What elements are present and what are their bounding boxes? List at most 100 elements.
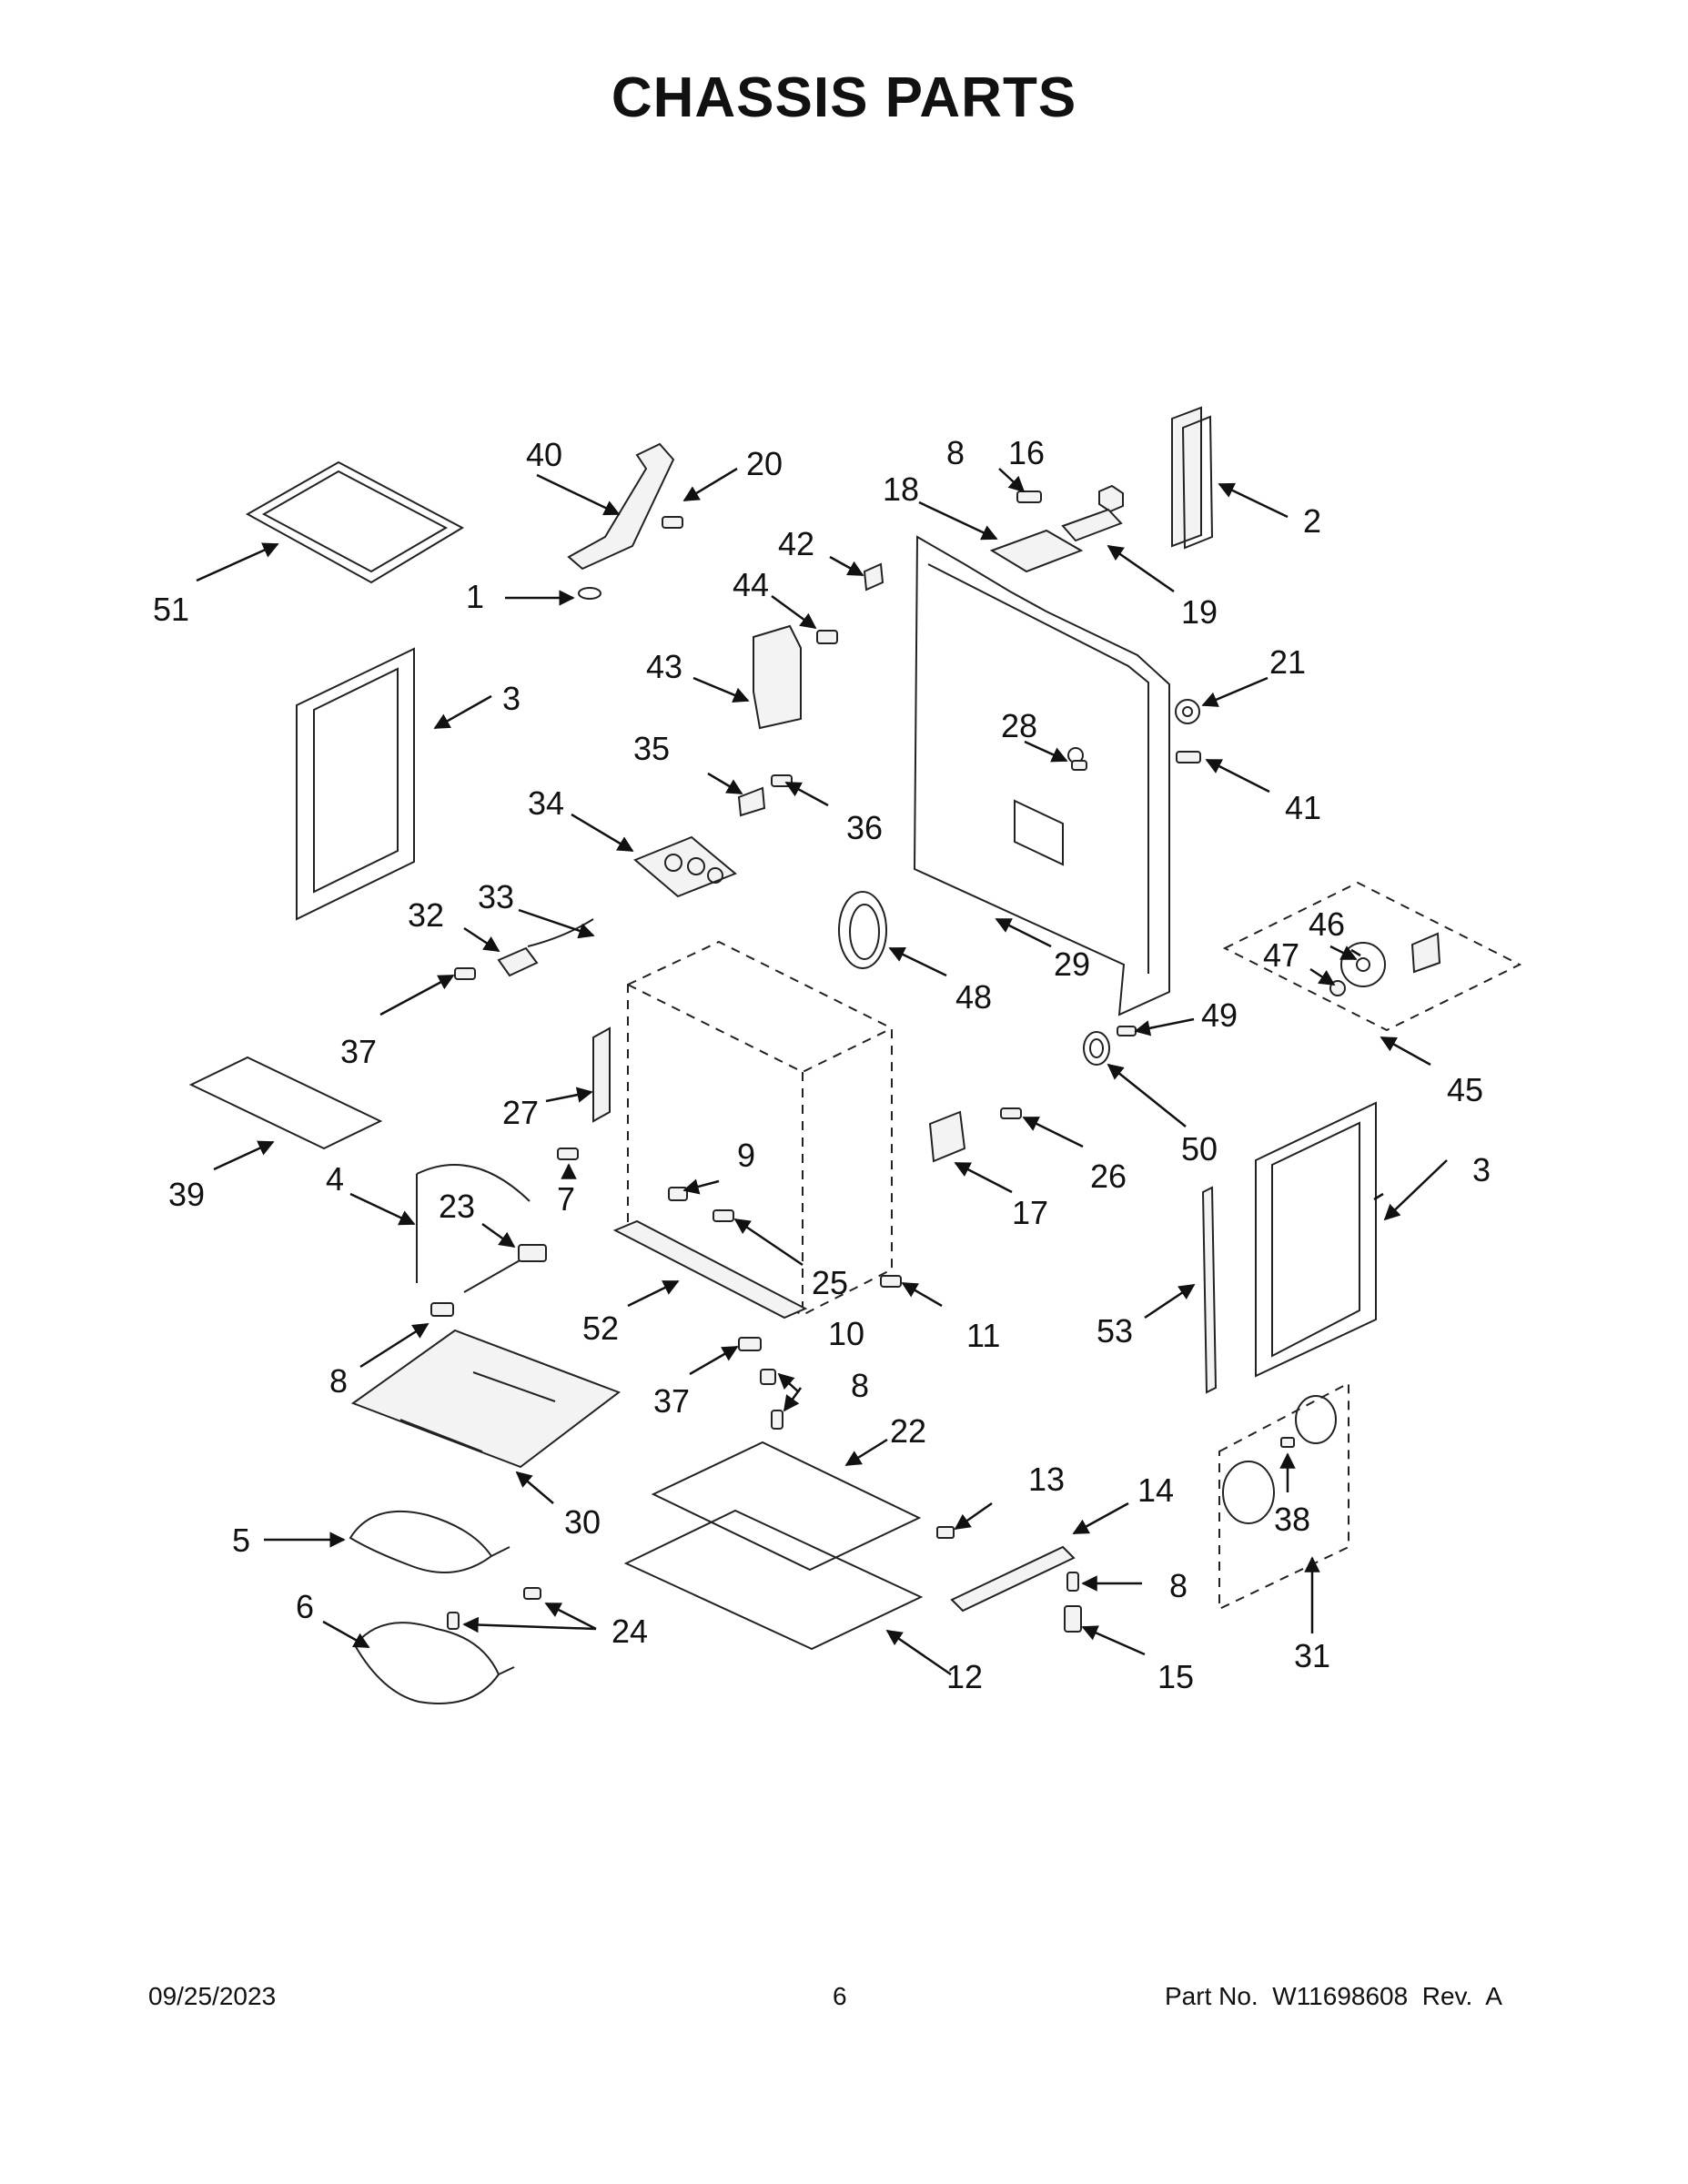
callout-49: 49 <box>1201 996 1238 1034</box>
callout-45: 45 <box>1447 1071 1483 1108</box>
part-53-gasket-strip <box>1201 1186 1218 1394</box>
callout-36: 36 <box>846 809 883 846</box>
callout-17: 17 <box>1012 1194 1048 1231</box>
part-24-screw <box>447 1587 541 1630</box>
part-8-screw-left <box>430 1302 454 1317</box>
callout-16: 16 <box>1008 434 1045 471</box>
callout-6: 6 <box>296 1588 314 1625</box>
part-13-clip <box>936 1526 955 1539</box>
part-33-wire <box>527 918 594 947</box>
part-7-screw <box>557 1148 579 1160</box>
callout-5: 5 <box>232 1522 250 1559</box>
callout-26: 26 <box>1090 1158 1127 1195</box>
callout-43: 43 <box>646 648 682 685</box>
callout-9: 9 <box>737 1137 755 1174</box>
callout-39: 39 <box>168 1176 205 1213</box>
part-45-convection-fan-kit <box>1222 881 1522 1032</box>
part-52-trim-strip <box>612 1219 808 1320</box>
part-37-screw-upper <box>454 967 476 980</box>
callout-18: 18 <box>883 470 919 508</box>
part-17-bracket <box>928 1110 966 1163</box>
callout-15: 15 <box>1157 1658 1194 1695</box>
callout-21: 21 <box>1269 643 1306 681</box>
callout-7: 7 <box>557 1180 575 1218</box>
callout-47: 47 <box>1263 936 1299 974</box>
part-6-bake-element <box>353 1622 515 1704</box>
callout-35: 35 <box>633 730 670 767</box>
part-40-bracket <box>567 442 675 600</box>
page-title: CHASSIS PARTS <box>611 66 1077 129</box>
part-11-screw <box>880 1275 902 1288</box>
callout-46: 46 <box>1309 905 1345 943</box>
part-20-screw <box>662 516 683 529</box>
part-28-screw <box>1071 760 1087 771</box>
footer-part-number: Part No. W11698608 Rev. A <box>1165 1982 1502 2010</box>
part-30-oven-bottom <box>350 1329 622 1469</box>
part-8-screw-top <box>1016 490 1042 503</box>
callout-3-left: 3 <box>502 680 521 717</box>
part-2-vent-trim <box>1171 406 1214 550</box>
callout-27: 27 <box>502 1094 539 1131</box>
part-3-door-gasket-left <box>296 647 415 921</box>
part-50-knob <box>1083 1031 1110 1066</box>
part-44-screw <box>816 630 838 644</box>
callout-31: 31 <box>1294 1637 1330 1674</box>
callout-33: 33 <box>478 878 514 915</box>
callout-8-lower: 8 <box>851 1367 869 1404</box>
callout-53: 53 <box>1097 1312 1133 1350</box>
part-41-screw <box>1176 751 1201 763</box>
part-39-oven-rack <box>188 1056 383 1150</box>
part-4-wire <box>416 1164 531 1283</box>
footer-date: 09/25/2023 <box>148 1982 277 2010</box>
callout-12: 12 <box>946 1658 983 1695</box>
callout-41: 41 <box>1285 789 1321 826</box>
callout-8-top: 8 <box>946 434 965 471</box>
part-48-seal <box>838 891 887 969</box>
callout-labels: 40 20 1 51 3 2 8 16 18 19 42 44 43 21 41… <box>153 434 1491 1695</box>
part-51-oven-rack-cover <box>245 460 465 584</box>
part-10-bracket <box>760 1369 776 1385</box>
callout-34: 34 <box>528 784 564 822</box>
callout-51: 51 <box>153 591 189 628</box>
callout-4: 4 <box>326 1160 344 1198</box>
part-22-panel <box>651 1441 922 1572</box>
part-21-grommet <box>1175 699 1200 724</box>
callout-44: 44 <box>733 566 769 603</box>
part-43-bracket <box>753 624 802 730</box>
callout-11: 11 <box>966 1317 1000 1354</box>
callout-8-left: 8 <box>329 1362 348 1400</box>
callout-38: 38 <box>1274 1501 1310 1538</box>
callout-52: 52 <box>582 1309 619 1347</box>
callout-40: 40 <box>526 436 562 473</box>
part-3-door-gasket-right <box>1255 1101 1377 1378</box>
part-25-screw <box>713 1209 734 1222</box>
callout-19: 19 <box>1181 593 1218 631</box>
footer-page-number: 6 <box>833 1982 847 2010</box>
part-29-chassis-panel <box>913 535 1170 1016</box>
part-27-hinge <box>592 1026 611 1123</box>
part-19-block <box>1061 508 1123 542</box>
part-5-broil-element <box>349 1510 510 1573</box>
part-34-control-assembly <box>633 835 737 898</box>
part-8-screw-right <box>1066 1572 1079 1592</box>
callout-50: 50 <box>1181 1130 1218 1168</box>
callout-25: 25 <box>812 1264 848 1301</box>
callout-48: 48 <box>955 978 992 1016</box>
part-18-bracket <box>989 529 1084 573</box>
part-26-screw <box>1000 1107 1022 1119</box>
part-23-sensor <box>463 1244 547 1293</box>
callout-2: 2 <box>1303 502 1321 540</box>
callout-3-right: 3 <box>1472 1151 1491 1188</box>
callout-8-right: 8 <box>1169 1567 1188 1604</box>
leader-lines <box>196 467 1448 1676</box>
callout-37-lower: 37 <box>653 1382 690 1420</box>
callout-32: 32 <box>408 896 444 934</box>
part-32-bracket <box>497 946 539 977</box>
part-31-knob-kit <box>1218 1381 1349 1611</box>
callout-28: 28 <box>1001 707 1037 744</box>
part-37-screw-lower <box>738 1337 762 1351</box>
part-16-nut <box>1098 484 1124 513</box>
callout-42: 42 <box>778 525 814 562</box>
callout-23: 23 <box>439 1188 475 1225</box>
part-35-clip <box>737 786 766 817</box>
